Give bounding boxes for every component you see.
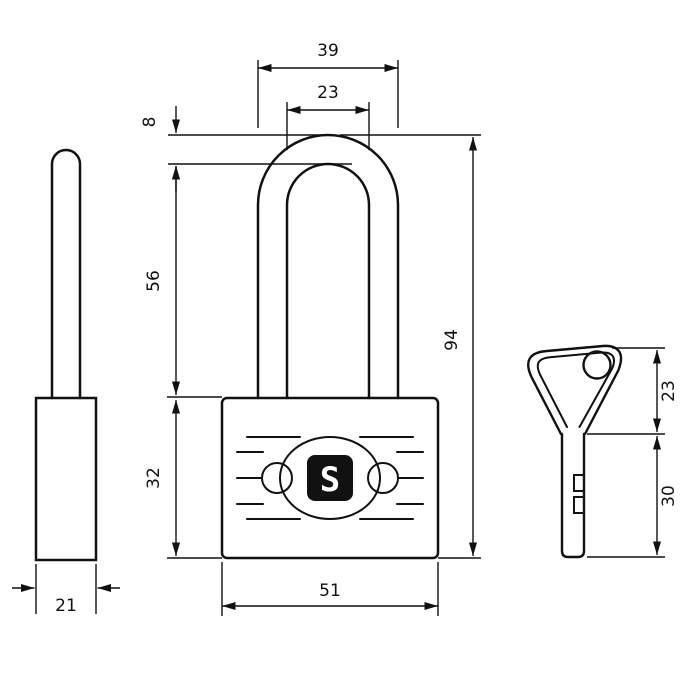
dim-key-bow-height: 23 xyxy=(587,347,679,435)
dim-key-blade-height: 30 xyxy=(587,436,679,558)
dim-label-94: 94 xyxy=(442,329,462,351)
key-view: 23 30 xyxy=(527,344,679,559)
body-ornament: S xyxy=(236,436,424,520)
dim-shackle-outer-width: 39 xyxy=(257,41,399,128)
key-blade-outline xyxy=(560,432,586,559)
dim-shackle-height: 56 xyxy=(144,166,222,398)
key-bitting-notch-1 xyxy=(573,474,585,492)
ornament-right-circle xyxy=(367,462,399,494)
dim-shackle-inner-width: 23 xyxy=(286,83,370,150)
dim-label-8: 8 xyxy=(140,117,160,128)
dim-label-39: 39 xyxy=(317,41,339,61)
key-bitting-notch-2 xyxy=(573,496,585,514)
dim-label-21: 21 xyxy=(55,596,77,616)
dim-overall-height: 94 xyxy=(340,134,481,559)
dim-label-key-30: 30 xyxy=(659,485,679,507)
dim-label-23: 23 xyxy=(317,83,339,103)
padlock-front-view: S 39 23 8 56 xyxy=(140,41,481,616)
padlock-body xyxy=(220,396,440,560)
dim-label-key-23: 23 xyxy=(659,380,679,402)
dim-label-32: 32 xyxy=(144,467,164,489)
shackle-outer-outline xyxy=(256,133,400,400)
logo-plate xyxy=(307,455,353,501)
side-body-profile xyxy=(34,396,98,562)
shackle-inner-outline xyxy=(285,162,371,400)
key-bow-inner-outline xyxy=(536,351,615,428)
side-shackle-profile xyxy=(50,148,82,400)
key-hole xyxy=(582,350,612,380)
ornament-center-ellipse xyxy=(279,436,381,520)
padlock-side-view: 21 xyxy=(12,148,120,616)
key-bow-outline xyxy=(527,344,623,436)
dim-shackle-diameter: 8 xyxy=(140,106,352,192)
dim-side-thickness: 21 xyxy=(12,564,120,616)
dim-label-56: 56 xyxy=(144,270,164,292)
dim-label-51: 51 xyxy=(319,581,341,601)
ornament-left-circle xyxy=(261,462,293,494)
logo-letter: S xyxy=(320,460,340,500)
dim-body-width: 51 xyxy=(221,562,439,616)
dim-body-height: 32 xyxy=(144,400,222,559)
